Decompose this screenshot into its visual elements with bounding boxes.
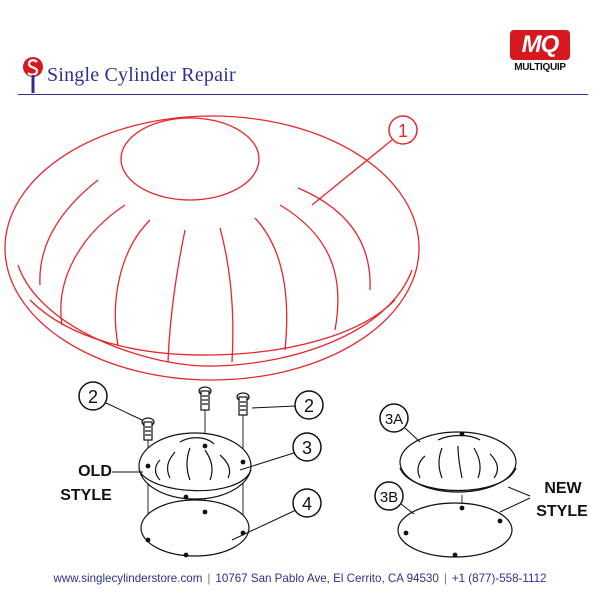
part-3a-plate[interactable]	[399, 431, 517, 493]
new-style-label-line1: NEW	[544, 480, 582, 497]
part-2-screw-left[interactable]	[141, 417, 155, 441]
page-footer: www.singlecylinderstore.com | 10767 San Pa…	[0, 572, 600, 585]
part-3b-disc[interactable]	[397, 502, 513, 558]
old-style-assembly	[138, 386, 252, 558]
callout-part-3b[interactable]: 3B	[374, 481, 415, 515]
sc-monogram-icon	[23, 57, 43, 93]
old-style-label-line1: OLD	[78, 463, 112, 480]
callout-label-2-right: 2	[304, 396, 314, 416]
footer-address: 10767 San Pablo Ave, El Cerrito, CA 9453…	[215, 572, 439, 585]
old-style-label-line2: STYLE	[60, 487, 112, 504]
brand-name[interactable]: Single Cylinder Repair	[47, 64, 236, 86]
callout-label-2-left: 2	[88, 387, 98, 407]
new-style-label: NEW STYLE	[499, 480, 588, 520]
footer-website-link[interactable]: www.singlecylinderstore.com	[53, 572, 203, 585]
callout-part-3a[interactable]: 3A	[379, 403, 421, 443]
callout-label-3: 3	[302, 438, 312, 458]
callout-label-3b: 3B	[380, 489, 398, 506]
callout-part-4[interactable]: 4	[231, 488, 322, 541]
footer-separator: |	[443, 572, 447, 585]
part-4-disc[interactable]	[140, 499, 250, 558]
callout-part-3[interactable]: 3	[239, 432, 322, 471]
footer-separator: |	[207, 572, 211, 585]
leader-line-1	[311, 139, 393, 206]
footer-phone-link[interactable]: +1 (877)-558-1112	[451, 572, 547, 585]
part-3-plate[interactable]	[138, 432, 252, 500]
manufacturer-name: MULTIQUIP	[514, 62, 566, 73]
callout-label-1: 1	[398, 121, 408, 141]
mq-logo-mark: MQ	[510, 30, 570, 60]
new-style-assembly	[397, 431, 517, 558]
header-divider	[18, 94, 588, 95]
old-style-label: OLD STYLE	[60, 463, 143, 504]
new-style-label-line2: STYLE	[536, 503, 588, 520]
multiquip-logo: MQ MULTIQUIP	[497, 30, 581, 74]
callout-part-2-right[interactable]: 2	[251, 390, 324, 420]
part-2-screw-middle[interactable]	[198, 386, 212, 411]
part-2-screw-right[interactable]	[236, 392, 250, 416]
part-1-cover[interactable]	[4, 115, 420, 381]
callout-part-1[interactable]: 1	[311, 115, 418, 206]
page-header: Single Cylinder Repair MQ MULTIQUIP	[0, 0, 600, 96]
callout-label-3a: 3A	[385, 411, 403, 428]
callout-label-4: 4	[302, 494, 312, 514]
callout-circle-1	[388, 115, 418, 145]
callout-part-2-left[interactable]: 2	[78, 381, 143, 421]
